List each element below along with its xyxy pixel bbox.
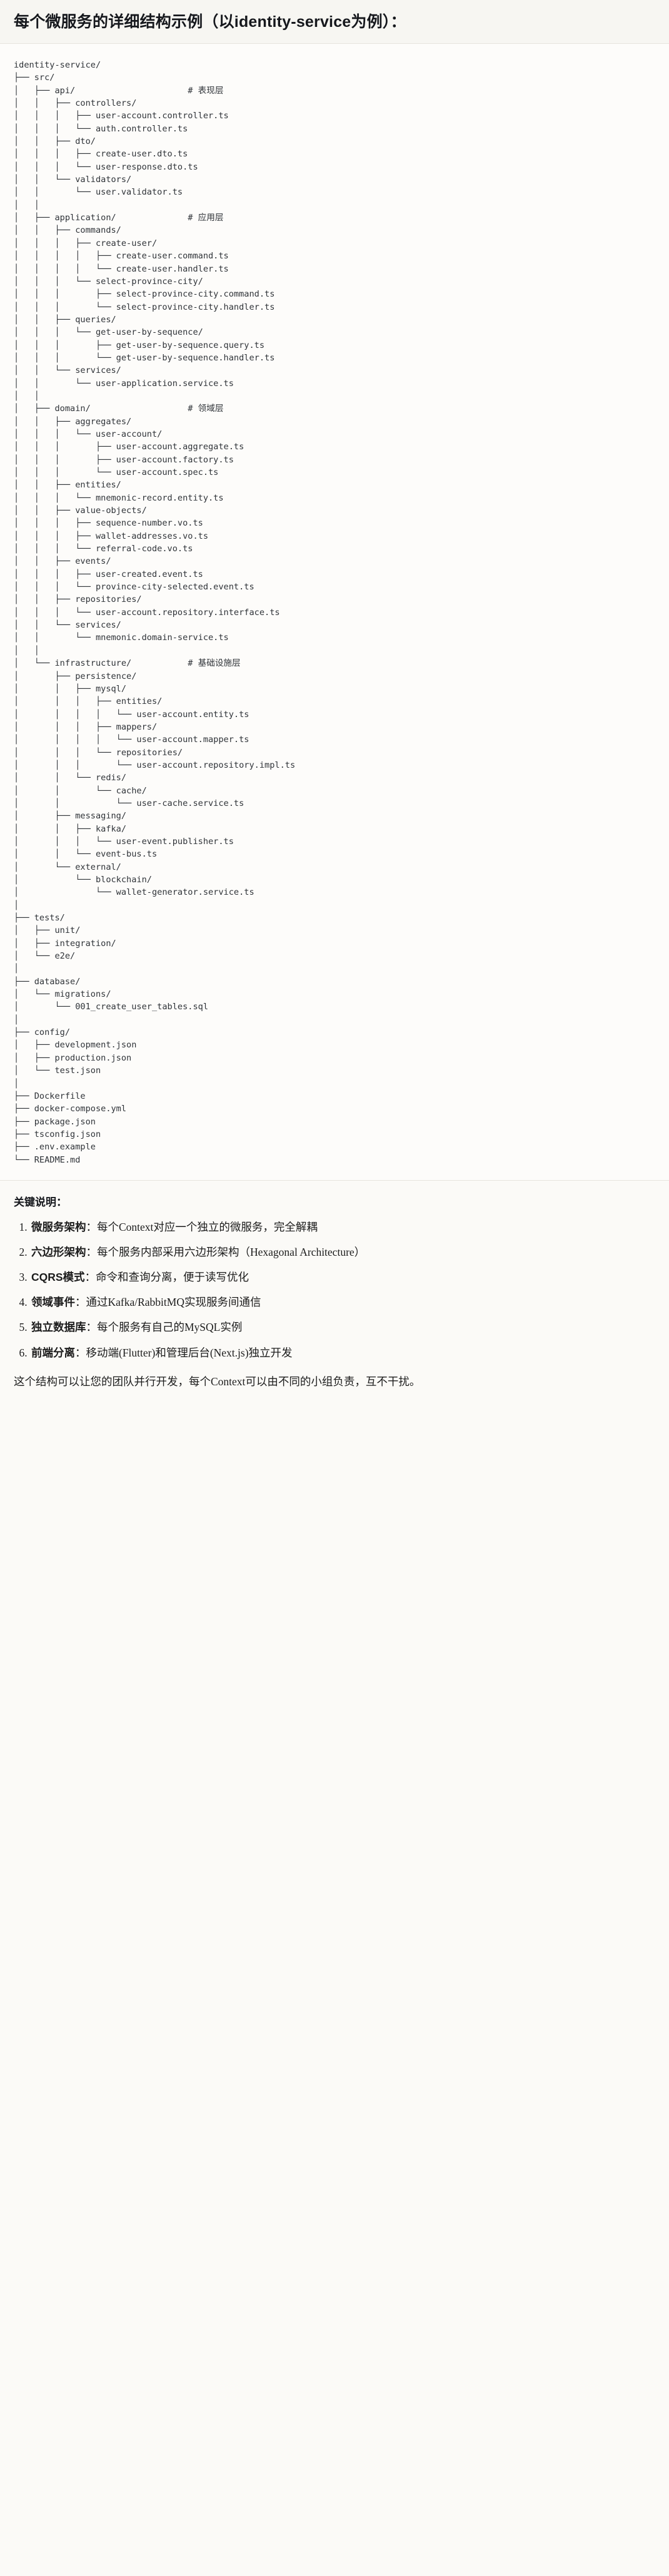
note-separator: ： (86, 1220, 98, 1233)
list-item: CQRS模式：命令和查询分离，便于读写优化 (30, 1269, 655, 1286)
note-separator: ： (84, 1271, 96, 1284)
list-item: 微服务架构：每个Context对应一个独立的微服务，完全解耦 (30, 1219, 655, 1236)
note-description: 移动端(Flutter)和管理后台(Next.js)独立开发 (86, 1346, 293, 1359)
note-term: 前端分离 (31, 1346, 75, 1359)
list-item: 六边形架构：每个服务内部采用六边形架构（Hexagonal Architectu… (30, 1244, 655, 1261)
note-description: 命令和查询分离，便于读写优化 (96, 1271, 249, 1284)
page-container: 每个微服务的详细结构示例（以identity-service为例）： ident… (0, 0, 669, 1407)
note-description: 每个Context对应一个独立的微服务，完全解耦 (97, 1220, 318, 1233)
note-separator: ： (86, 1321, 98, 1334)
page-title: 每个微服务的详细结构示例（以identity-service为例）： (0, 0, 669, 44)
note-term: 领域事件 (31, 1296, 75, 1309)
key-notes-section: 关键说明： 微服务架构：每个Context对应一个独立的微服务，完全解耦 六边形… (0, 1180, 669, 1407)
note-term: 六边形架构 (31, 1246, 86, 1259)
key-notes-list: 微服务架构：每个Context对应一个独立的微服务，完全解耦 六边形架构：每个服… (14, 1219, 655, 1362)
note-separator: ： (75, 1296, 86, 1309)
note-term: 微服务架构 (31, 1220, 86, 1233)
key-notes-heading: 关键说明： (14, 1196, 67, 1208)
note-term: CQRS模式 (31, 1271, 85, 1284)
note-description: 通过Kafka/RabbitMQ实现服务间通信 (86, 1296, 261, 1309)
note-description: 每个服务有自己的MySQL实例 (97, 1321, 243, 1334)
note-separator: ： (86, 1246, 98, 1259)
list-item: 领域事件：通过Kafka/RabbitMQ实现服务间通信 (30, 1294, 655, 1311)
note-term: 独立数据库 (31, 1321, 86, 1334)
note-separator: ： (75, 1346, 86, 1359)
directory-tree: identity-service/ ├── src/ │ ├── api/ # … (14, 60, 296, 1165)
list-item: 独立数据库：每个服务有自己的MySQL实例 (30, 1319, 655, 1336)
directory-tree-code-block: identity-service/ ├── src/ │ ├── api/ # … (0, 44, 669, 1181)
closing-paragraph: 这个结构可以让您的团队并行开发，每个Context可以由不同的小组负责，互不干扰… (14, 1375, 421, 1388)
note-description: 每个服务内部采用六边形架构（Hexagonal Architecture） (97, 1246, 366, 1259)
list-item: 前端分离：移动端(Flutter)和管理后台(Next.js)独立开发 (30, 1345, 655, 1362)
